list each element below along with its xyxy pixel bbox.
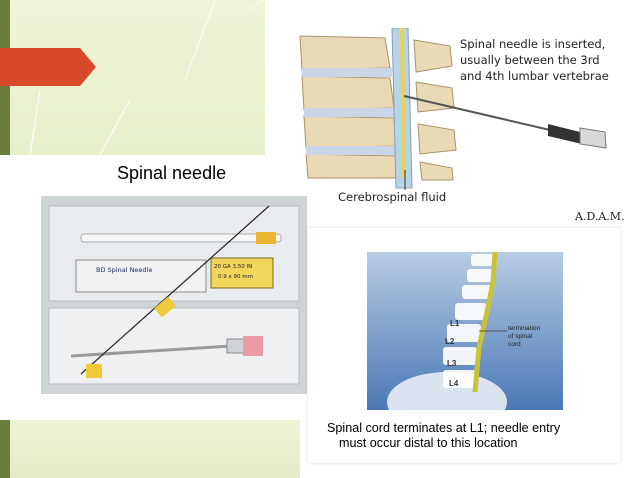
slide-title: Spinal needle: [117, 163, 227, 183]
spinal-cord: [472, 252, 498, 393]
arrow-pointer-icon: [0, 48, 96, 86]
needle-photo: BD Spinal Needle 20 GA 3.50 IN 0.9 x 90 …: [41, 196, 307, 394]
illustration-caption-line3: and 4th lumbar vertebrae: [460, 69, 609, 83]
syringe-hub: [548, 124, 582, 144]
caption-line1: Spinal cord terminates at L1; needle ent…: [327, 421, 561, 435]
decorative-lines: [29, 0, 263, 155]
label-l3: L3: [447, 359, 457, 368]
syringe-barrel: [579, 127, 607, 149]
label-l2: L2: [445, 337, 455, 346]
label-l1: L1: [450, 319, 460, 328]
vertebrae-column: [443, 254, 497, 388]
annotation-line3: cord: [508, 341, 521, 348]
illustration-caption-line2: usually between the 3rd: [460, 53, 600, 67]
caption-line2: must occur distal to this location: [339, 436, 518, 450]
size-label: 0.9 x 90 mm: [218, 274, 253, 280]
illustration-caption-line1: Spinal needle is inserted,: [460, 37, 605, 51]
fluid-label: Cerebrospinal fluid: [338, 190, 446, 204]
label-l4: L4: [449, 379, 459, 388]
annotation-line2: of spinal: [508, 333, 533, 340]
stylet-wire: [80, 205, 270, 375]
spinal-cord-nerves: [400, 28, 406, 178]
spinous-processes: [413, 39, 457, 181]
gauge-label: 20 GA 3.50 IN: [214, 264, 252, 270]
side-stripe-bottom: [0, 420, 10, 478]
background-green-bottom: [0, 420, 300, 478]
package-brand-label: BD Spinal Needle: [96, 266, 152, 274]
needle-hub-pink: [243, 336, 263, 356]
diagram-caption: Spinal cord terminates at L1; needle ent…: [327, 421, 617, 451]
inserted-needle: [403, 95, 551, 131]
annotation-line1: termination: [508, 325, 541, 332]
adam-brand-logo: A.D.A.M.: [574, 210, 625, 223]
lumbar-diagram: L1 L2 L3 L4 termination of spinal cord: [367, 252, 563, 410]
vertebra-bodies: [299, 35, 399, 179]
spine-illustration: Spinal needle is inserted, usually betwe…: [290, 28, 625, 223]
